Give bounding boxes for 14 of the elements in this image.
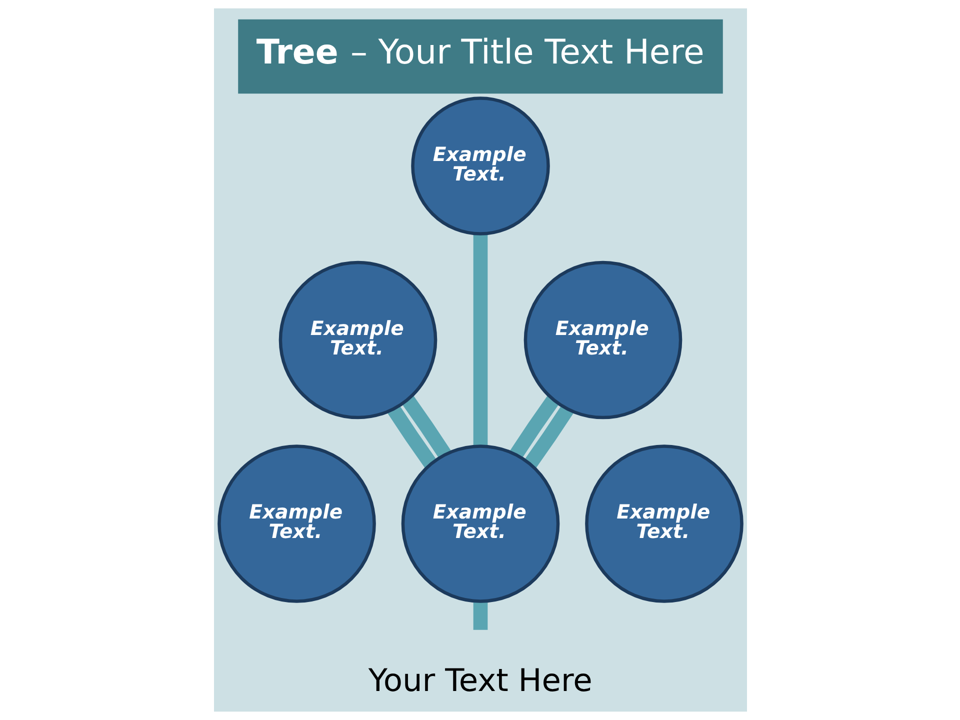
node-circle: Example Text. <box>523 260 682 420</box>
node-circle: Example Text. <box>400 444 560 603</box>
node-circle: Example Text. <box>278 260 437 420</box>
connector <box>387 405 436 468</box>
node-circle: Example Text. <box>584 444 743 603</box>
connector <box>472 601 488 630</box>
connector <box>524 405 573 468</box>
label: Your Text Here <box>368 663 592 700</box>
connector <box>510 396 558 458</box>
connector <box>472 234 488 446</box>
diagram-title: Tree – Your Title Text Here <box>256 32 704 72</box>
node-circle: Example Text. <box>217 444 376 603</box>
connector <box>402 396 450 458</box>
node-circle: Example Text. <box>410 96 550 236</box>
